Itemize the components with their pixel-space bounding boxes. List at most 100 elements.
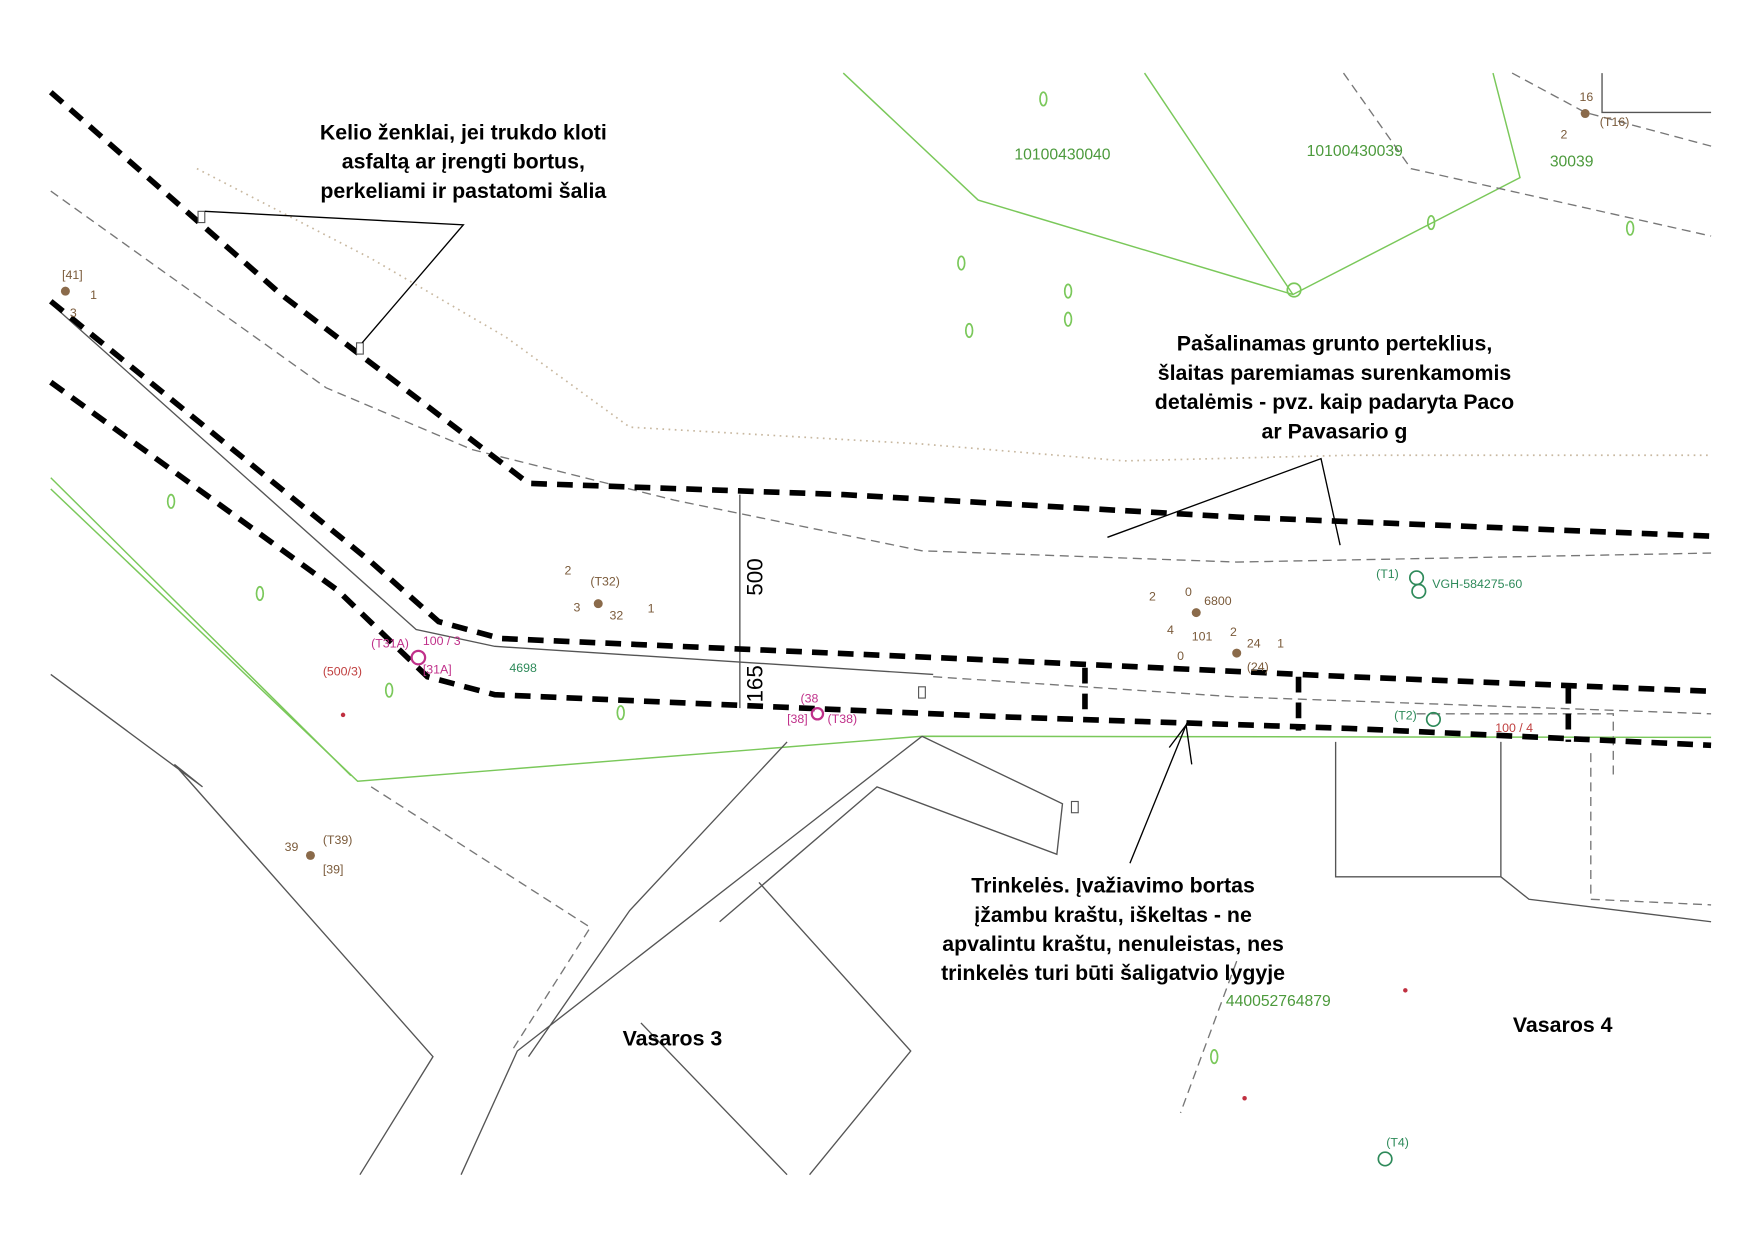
point-label: (38 — [801, 692, 819, 706]
slope-edge — [196, 167, 1712, 462]
manhole-icon — [593, 599, 603, 609]
point-label: 2 — [1149, 589, 1156, 603]
point-label: 2 — [1560, 127, 1567, 141]
tree-icon — [1063, 311, 1073, 327]
map-marker — [1039, 91, 1048, 107]
map-marker — [384, 682, 394, 698]
map-marker — [1242, 1095, 1247, 1101]
map-line — [1416, 713, 1614, 776]
point-label: (T38) — [828, 712, 858, 726]
map-line — [933, 676, 1712, 715]
point-label: (T39) — [323, 833, 353, 847]
point-label: (500/3) — [323, 665, 362, 679]
map-line — [1590, 753, 1712, 906]
road-signs-note: Kelio ženklai, jei trukdo kloti asfaltą … — [320, 120, 607, 202]
map-line — [527, 741, 788, 1058]
point-label: 2 — [1230, 625, 1237, 639]
point-label: asfaltą ar įrengti bortus, — [342, 150, 585, 174]
map-line — [1334, 741, 1502, 878]
point-label: 0 — [1185, 585, 1192, 599]
point-label: Trinkelės. Įvažiavimo bortas — [971, 874, 1255, 898]
tree-icon — [957, 255, 966, 271]
map-line — [50, 190, 1712, 563]
point-label: [41] — [62, 268, 83, 282]
map-marker — [166, 493, 176, 509]
map-line — [1129, 722, 1193, 864]
point-label: (T32) — [590, 575, 620, 589]
point-label: Pašalinamas grunto perteklius, — [1177, 332, 1493, 356]
tree-icon — [964, 322, 974, 339]
point-label: 1 — [1277, 636, 1284, 650]
well-icon — [1408, 570, 1425, 586]
point-label: 4 — [1167, 623, 1174, 637]
point-label: 6800 — [1204, 594, 1232, 608]
map-line — [1511, 72, 1712, 147]
point-label: ar Pavasario g — [1262, 419, 1408, 443]
point-label: 32 — [609, 608, 623, 622]
map-line — [50, 488, 1712, 782]
map-marker — [1210, 1049, 1219, 1065]
place-vasaros-3: Vasaros 3 — [623, 1026, 723, 1050]
map-line — [204, 210, 465, 344]
point-label: 100 / 4 — [1495, 721, 1533, 735]
map-line — [50, 673, 434, 1176]
point-label: detalėmis - pvz. kaip padaryta Paco — [1155, 390, 1514, 414]
point-label: 2 — [565, 563, 572, 577]
map-line — [50, 303, 934, 676]
parcel-label: 10100430039 — [1307, 143, 1403, 160]
point-label: [31A] — [423, 662, 452, 676]
manhole-icon — [305, 850, 315, 860]
point-label: (T31A) — [371, 636, 409, 650]
parcel-label: 30039 — [1550, 153, 1594, 170]
map-line — [842, 72, 1521, 296]
point-label: 3 — [70, 306, 77, 320]
point-label: (T16) — [1600, 115, 1630, 129]
tree-icon — [1039, 91, 1048, 107]
dimension-500: 500 — [742, 558, 767, 596]
map-marker — [957, 255, 966, 271]
point-label: 1 — [90, 288, 97, 302]
map-marker — [616, 705, 625, 721]
parcel-boundaries — [50, 72, 1712, 782]
map-marker — [1625, 220, 1635, 236]
map-line — [1107, 457, 1341, 546]
point-label: apvalintu kraštu, nenuleistas, nes — [942, 932, 1284, 956]
hydrant-icon — [810, 707, 825, 721]
map-marker — [964, 322, 974, 339]
point-label: 39 — [285, 840, 299, 854]
map-line — [460, 735, 923, 1175]
map-line — [1342, 72, 1712, 237]
road-sign-icon — [355, 342, 364, 355]
tree-icon — [1210, 1049, 1219, 1065]
parcel-label: 440052764879 — [1226, 993, 1331, 1010]
manhole-icon — [1232, 648, 1242, 658]
tree-icon — [384, 682, 394, 698]
map-line — [758, 881, 912, 1176]
map-marker — [1403, 988, 1408, 993]
map-line — [49, 379, 1712, 749]
point-label: (T4) — [1386, 1136, 1409, 1150]
point-label: 3 — [573, 601, 580, 615]
map-line — [1500, 876, 1712, 923]
paving-note: Trinkelės. Įvažiavimo bortas įžambu kraš… — [941, 874, 1285, 986]
point-label: 1 — [648, 602, 655, 616]
point-label: trinkelės turi būti šaligatvio lygyje — [941, 961, 1285, 985]
point-label: (T1) — [1376, 567, 1399, 581]
point-labels: [41] 1 3 2 (T32) 3 32 1 (T31A) 100 / 3 (… — [62, 90, 1629, 1149]
manhole-icon — [1580, 109, 1590, 119]
point-label: [38] — [787, 712, 808, 726]
map-marker — [340, 712, 346, 718]
leader-lines — [204, 210, 1341, 864]
map-line — [48, 90, 1712, 540]
proposed-curb-lines — [48, 90, 1712, 749]
hydrant-icon — [410, 649, 427, 666]
map-line — [50, 477, 352, 777]
map-line — [719, 735, 1064, 923]
point-label: VGH-584275-60 — [1432, 577, 1522, 591]
road-sign-icon — [1070, 800, 1079, 814]
soil-excess-note: Pašalinamas grunto perteklius, šlaitas p… — [1155, 332, 1514, 444]
road-sign-icon — [918, 686, 926, 699]
tree-icon — [616, 705, 625, 721]
point-label: 0 — [1177, 649, 1184, 663]
